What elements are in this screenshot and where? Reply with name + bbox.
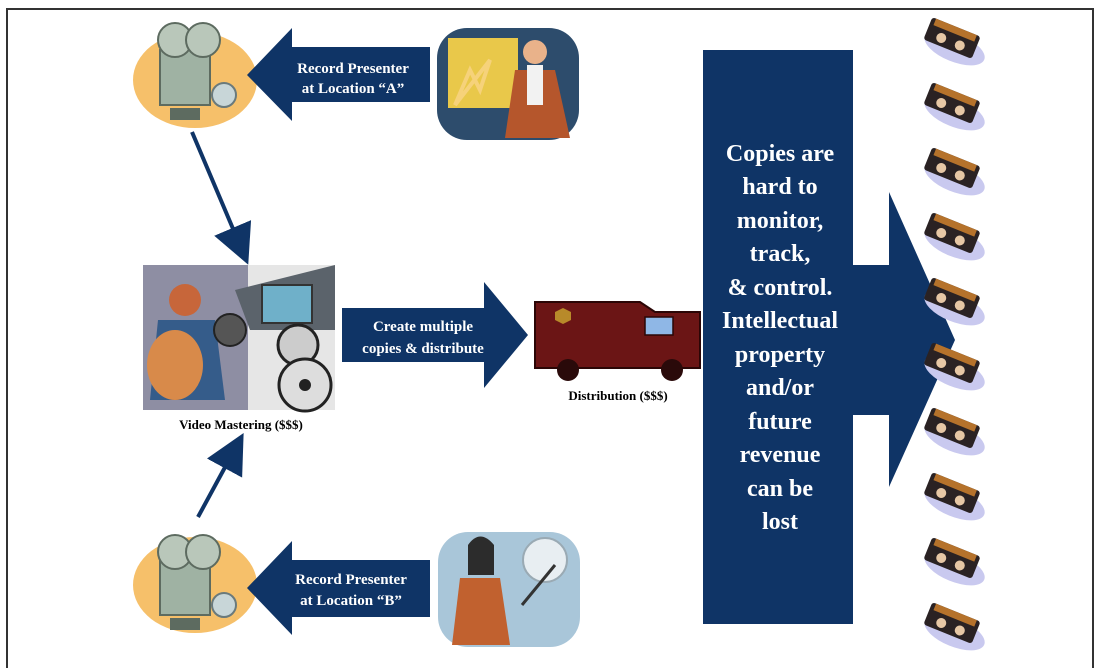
copies-line-2: hard to (742, 174, 817, 200)
copies-line-6: Intellectual (722, 308, 838, 334)
distribute-arrow-line1: Create multiple (373, 319, 473, 335)
copies-line-3: monitor, (737, 208, 823, 234)
record-arrow-bottom-line1: Record Presenter (295, 572, 407, 588)
videotape-icon (924, 278, 985, 326)
distribute-arrow-line2: copies & distribute (362, 341, 484, 357)
copies-big-arrow: Copies are hard to monitor, track, & con… (703, 50, 955, 624)
videotape-icon (924, 213, 985, 261)
presenter-icon-bottom (438, 532, 580, 647)
record-arrow-bottom: Record Presenter at Location “B” (247, 541, 430, 635)
slide-frame (6, 8, 1094, 668)
record-arrow-top-line2: at Location “A” (302, 81, 405, 97)
presenter-icon-top (437, 28, 579, 140)
truck-icon (534, 301, 701, 381)
copies-line-12: lost (762, 509, 798, 535)
copies-line-8: and/or (746, 375, 814, 401)
videotape-icon (924, 83, 985, 131)
copies-line-10: revenue (740, 442, 821, 468)
videotape-icon (924, 148, 985, 196)
camera-bottom-to-mastering-arrow (196, 432, 244, 518)
videotape-icon (924, 408, 985, 456)
distribution-label: Distribution ($$$) (568, 388, 667, 403)
camera-icon-top (133, 22, 257, 128)
videotape-icon (924, 473, 985, 521)
record-arrow-top: Record Presenter at Location “A” (247, 28, 430, 121)
record-arrow-bottom-line2: at Location “B” (300, 593, 402, 609)
copies-line-5: & control. (728, 275, 833, 301)
copies-line-4: track, (750, 241, 811, 267)
videotape-icon (924, 603, 985, 651)
record-arrow-top-line1: Record Presenter (297, 61, 409, 77)
copies-line-1: Copies are (726, 141, 835, 167)
camera-icon-bottom (133, 534, 257, 633)
copies-line-11: can be (747, 476, 813, 502)
videotape-icon (924, 538, 985, 586)
videotape-icon (924, 18, 985, 66)
video-mastering-icon (143, 265, 335, 413)
videotape-icon (924, 343, 985, 391)
distribute-arrow: Create multiple copies & distribute (342, 282, 528, 388)
camera-top-to-mastering-arrow (190, 131, 252, 265)
video-mastering-label: Video Mastering ($$$) (179, 417, 303, 432)
videotape-column (924, 18, 985, 651)
copies-line-9: future (748, 409, 812, 435)
copies-line-7: property (735, 342, 825, 368)
